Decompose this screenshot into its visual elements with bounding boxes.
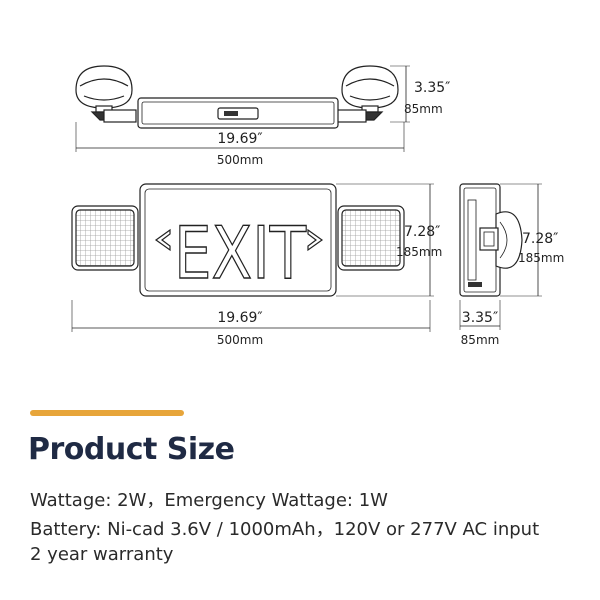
side-height-inches: 7.28″ (522, 231, 558, 247)
top-left-lamp-head (75, 65, 137, 123)
right-chevron-icon (307, 228, 324, 252)
top-right-lamp-head (333, 65, 399, 123)
side-height-mm: 185mm (518, 251, 564, 265)
left-chevron-icon (154, 228, 171, 252)
spec-line-warranty: 2 year warranty (30, 544, 174, 565)
spec-line-wattage: Wattage: 2W，Emergency Wattage: 1W (30, 490, 388, 511)
side-depth-mm: 85mm (461, 333, 500, 347)
front-height-mm: 185mm (396, 245, 442, 259)
front-width-mm: 500mm (217, 333, 263, 347)
top-height-inches: 3.35″ (414, 80, 450, 96)
front-view (71, 183, 434, 332)
top-view (75, 65, 410, 152)
spec-line-battery: Battery: Ni-cad 3.6V / 1000mAh，120V or 2… (30, 519, 540, 540)
dimension-drawing: 19.69″ 500mm 3.35″ 85mm EXIT 7.28″ 185mm… (71, 65, 564, 347)
top-width-mm: 500mm (217, 153, 263, 167)
front-right-lamp (337, 205, 405, 271)
top-width-inches: 19.69″ (217, 131, 262, 147)
accent-bar (30, 410, 184, 416)
front-left-lamp (71, 205, 139, 271)
exit-sign-text: EXIT (174, 211, 307, 295)
front-width-inches: 19.69″ (217, 310, 262, 326)
top-height-mm: 85mm (404, 102, 443, 116)
side-depth-inches: 3.35″ (462, 310, 498, 326)
front-height-inches: 7.28″ (404, 224, 440, 240)
side-view (459, 183, 542, 330)
section-title: Product Size (28, 432, 235, 467)
